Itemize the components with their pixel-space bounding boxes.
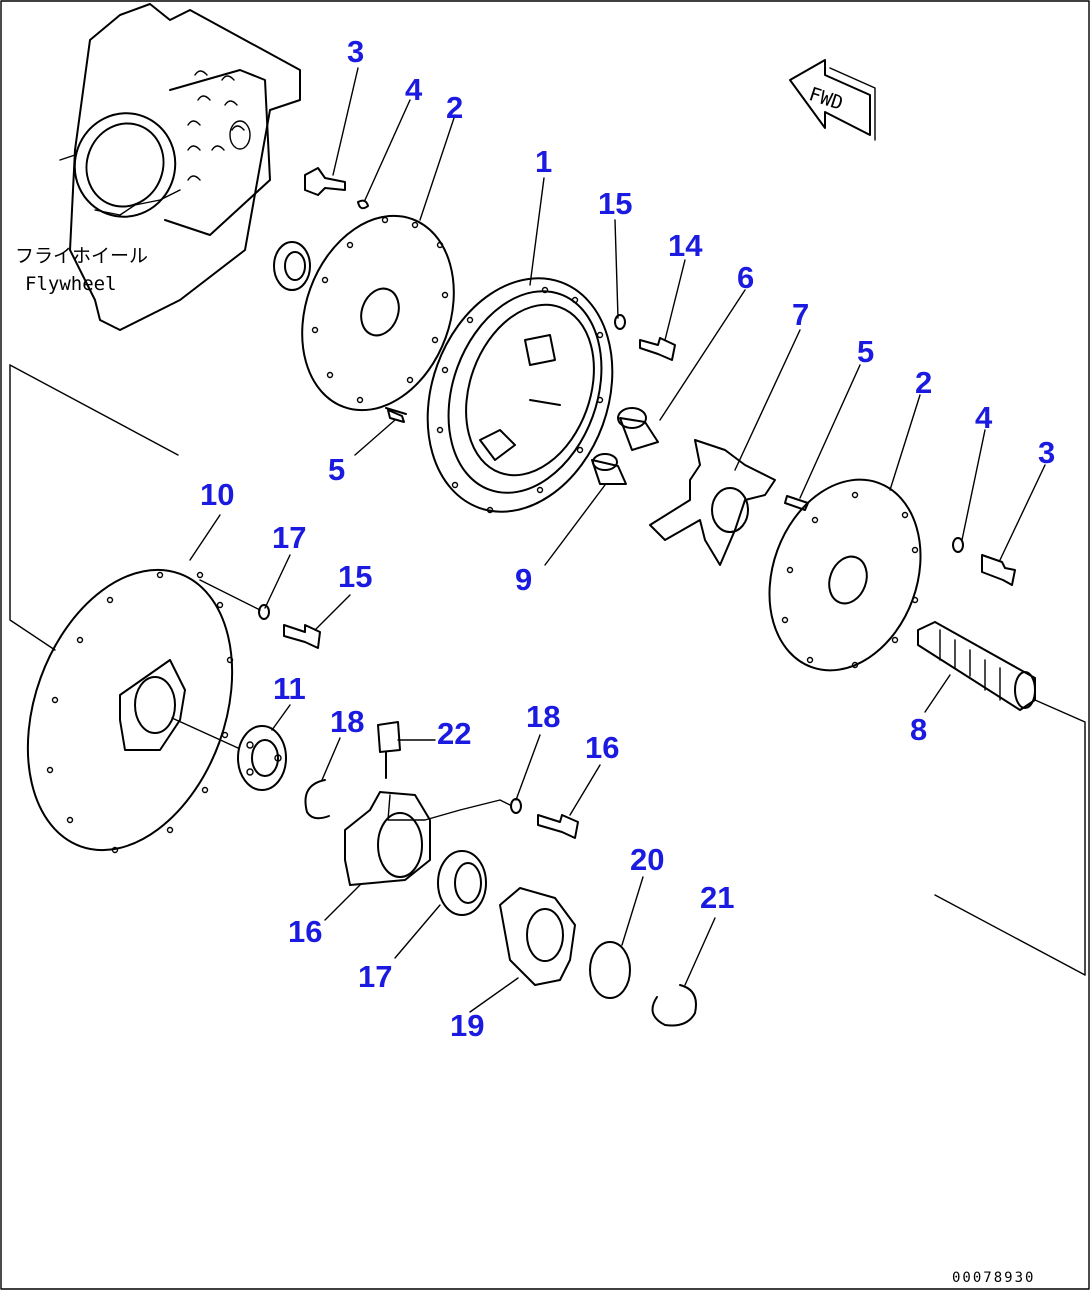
callout-6: 6 bbox=[737, 260, 754, 295]
bolt-14-right bbox=[537, 814, 579, 839]
bolt-3-right bbox=[981, 554, 1016, 586]
callout-13: 15 bbox=[598, 186, 632, 221]
flywheel-housing: フライホイール Flywheel bbox=[15, 3, 301, 331]
callout-5-right: 5 bbox=[857, 334, 874, 369]
washer-15-right bbox=[510, 798, 522, 814]
flywheel-label-en: Flywheel bbox=[25, 273, 117, 295]
callout-3-upper: 3 bbox=[347, 34, 364, 69]
washer-4-right bbox=[952, 537, 964, 553]
callout-19: 19 bbox=[450, 1008, 484, 1043]
nipple-22 bbox=[377, 721, 401, 779]
callout-15-right: 18 bbox=[526, 699, 560, 734]
bolt-3-upper bbox=[304, 167, 369, 210]
callout-3-right: 3 bbox=[1038, 435, 1055, 470]
washer-15-left bbox=[199, 579, 270, 620]
callout-7: 7 bbox=[792, 297, 809, 332]
callout-15-left: 17 bbox=[272, 520, 306, 555]
callout-2-right: 2 bbox=[915, 365, 932, 400]
fwd-direction-arrow: FWD bbox=[789, 59, 876, 141]
leader-lines bbox=[189, 67, 1046, 1013]
bolt-12 bbox=[639, 337, 676, 361]
cover-19 bbox=[499, 887, 576, 986]
bolt-14-left bbox=[283, 624, 321, 649]
callout-10: 10 bbox=[200, 477, 234, 512]
flywheel-label-jp: フライホイール bbox=[15, 245, 148, 267]
callout-11: 11 bbox=[273, 671, 306, 706]
bearing-11 bbox=[237, 725, 287, 791]
flange-plate-10 bbox=[26, 568, 239, 854]
damper-housing-1 bbox=[426, 277, 614, 514]
washer-13 bbox=[614, 314, 626, 330]
callout-16: 16 bbox=[288, 914, 322, 949]
hub-7 bbox=[649, 439, 776, 566]
bearing-housing-16 bbox=[344, 791, 511, 886]
callout-5-left: 5 bbox=[328, 452, 345, 487]
callout-9: 9 bbox=[515, 562, 532, 597]
callout-17: 17 bbox=[358, 959, 392, 994]
drawing-code: 00078930 bbox=[952, 1270, 1035, 1286]
callout-8: 8 bbox=[910, 712, 927, 747]
bushing-6 bbox=[617, 407, 659, 451]
bushing-9 bbox=[591, 453, 627, 485]
plate-2-upper bbox=[301, 214, 455, 423]
pilot-bearing bbox=[273, 241, 311, 291]
snap-ring-21 bbox=[651, 984, 697, 1027]
pin-5-right bbox=[784, 495, 809, 511]
callout-4-right: 4 bbox=[975, 400, 993, 435]
disc-20 bbox=[589, 941, 631, 999]
plate-2-right bbox=[768, 478, 922, 672]
callout-4-upper: 4 bbox=[405, 72, 423, 107]
seal-17 bbox=[437, 850, 487, 916]
snap-ring-18 bbox=[304, 779, 330, 820]
callout-2-upper: 2 bbox=[446, 90, 463, 125]
callout-20: 20 bbox=[630, 842, 664, 877]
callout-18: 18 bbox=[330, 704, 364, 739]
callout-14-left: 15 bbox=[338, 559, 372, 594]
callout-14-right: 16 bbox=[585, 730, 619, 765]
callout-21: 21 bbox=[700, 880, 734, 915]
pin-5-left bbox=[385, 407, 407, 415]
callout-22: 22 bbox=[437, 716, 471, 751]
callout-numbers: 3 4 2 1 15 14 6 7 5 2 4 3 5 9 10 17 15 1… bbox=[200, 34, 1055, 1043]
callout-1: 1 bbox=[535, 144, 552, 179]
reference-lines bbox=[9, 364, 1086, 976]
callout-12: 14 bbox=[668, 228, 703, 263]
